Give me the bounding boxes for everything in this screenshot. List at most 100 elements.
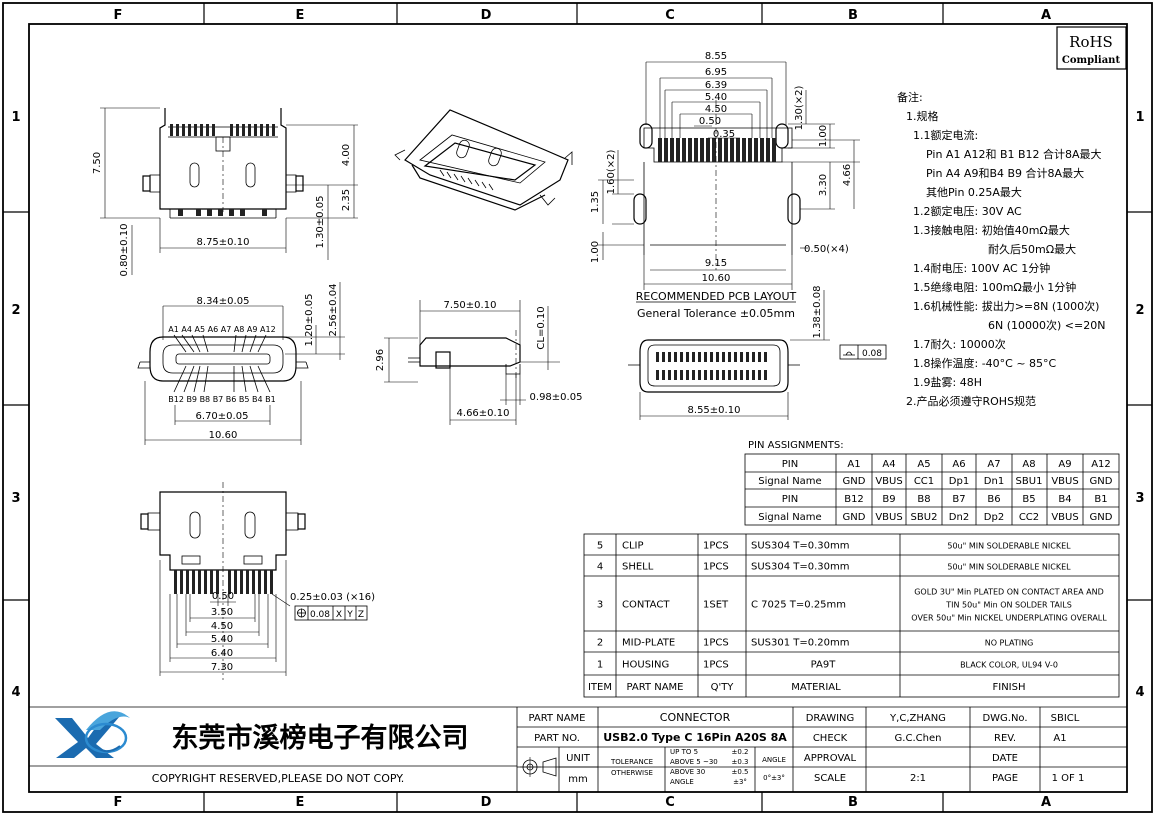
rohs-sub: Compliant	[1062, 55, 1121, 66]
dwg-no-label: DWG.No.	[982, 713, 1027, 724]
side-height: 2.96	[375, 349, 386, 371]
scale-label: SCALE	[814, 773, 846, 784]
inner-frame	[28, 23, 1128, 793]
bom-finish: OVER 50u" Min NICKEL UNDERPLATING OVERAL…	[911, 614, 1107, 623]
bom-part-name: HOUSING	[622, 660, 669, 671]
pin-cell: A8	[1022, 459, 1035, 470]
row-2-right: 2	[1135, 303, 1144, 318]
projection-symbol-icon	[520, 757, 557, 777]
bottom-d6: 7.30	[211, 662, 233, 673]
tol-value-2: ±0.3	[732, 758, 749, 766]
check-value: G.C.Chen	[895, 733, 942, 744]
col-C-top: C	[665, 8, 675, 23]
row-3-right: 3	[1135, 491, 1144, 506]
bom-finish: 50u" MIN SOLDERABLE NICKEL	[947, 542, 1071, 551]
col-D-top: D	[481, 8, 492, 23]
bom-part-name: CLIP	[622, 541, 644, 552]
top-view: 7.50 4.00 2.35 1.30±0.05 0.80±0.10 8.75±…	[92, 107, 358, 277]
pin-cell: Dp1	[949, 476, 969, 487]
col-B-bottom: B	[848, 795, 858, 810]
note-line-13: 1.8操作温度: -40°C ~ 85°C	[913, 356, 1057, 370]
angle-value: 0°±3°	[763, 774, 785, 782]
rohs-title: RoHS	[1069, 33, 1113, 51]
pcb-d1: 8.55	[705, 51, 727, 62]
pcb-d10: 0.50(×4)	[804, 244, 849, 255]
col-E-top: E	[296, 8, 305, 23]
note-line-1: 1.1额定电流:	[913, 128, 978, 142]
note-line-9: 1.5绝缘电阻: 100mΩ最小 1分钟	[913, 280, 1076, 294]
bom-finish: 50u" MIN SOLDERABLE NICKEL	[947, 563, 1071, 572]
tol-range-3: ABOVE 30	[670, 768, 705, 776]
pcb-title: RECOMMENDED PCB LAYOUT	[636, 290, 797, 303]
row-labels: 1 2 3 4 1 2 3 4	[11, 110, 1144, 700]
note-line-0: 1.规格	[906, 109, 939, 123]
bom-qty: 1PCS	[703, 562, 729, 573]
pcb-d4: 5.40	[705, 92, 727, 103]
tol-value-1: ±0.2	[732, 748, 749, 756]
bottom-gdt-y: Y	[346, 610, 353, 620]
row-3-left: 3	[11, 491, 20, 506]
bom-qty: 1SET	[703, 600, 729, 611]
bom-finish: NO PLATING	[985, 639, 1034, 648]
page-value: 1 OF 1	[1052, 773, 1085, 784]
bom-part-name: MID-PLATE	[622, 638, 675, 649]
bom-qty: 1PCS	[703, 638, 729, 649]
tolerance-label-1: TOLERANCE	[610, 758, 653, 766]
bottom-d2: 3.50	[211, 607, 233, 618]
col-F-bottom: F	[114, 795, 123, 810]
pcb-tolerance: General Tolerance ±0.05mm	[637, 307, 795, 320]
pcb-r3: 3.30	[818, 174, 829, 196]
dim-top-height: 7.50	[92, 152, 103, 174]
pin-cell: SBU2	[911, 512, 938, 523]
bom-qty: 1PCS	[703, 660, 729, 671]
dim-top-a: 4.00	[341, 144, 352, 166]
bottom-gdt-x: X	[336, 610, 342, 620]
bottom-view: 0.50 3.50 4.50 5.40 6.40 7.30 0.25±0.03 …	[140, 482, 375, 680]
col-E-bottom: E	[296, 795, 305, 810]
part-no-value: USB2.0 Type C 16Pin A20S 8A	[603, 731, 787, 744]
bom-header: ITEM	[588, 682, 612, 693]
bom-item: 5	[597, 541, 603, 552]
rev-value: A1	[1053, 733, 1066, 744]
col-A-bottom: A	[1041, 795, 1051, 810]
copyright-notice: COPYRIGHT RESERVED,PLEASE DO NOT COPY.	[152, 772, 404, 785]
drawing-value: Y,C,ZHANG	[889, 713, 946, 724]
pin-cell: A1	[847, 459, 860, 470]
bom-material: SUS301 T=0.20mm	[751, 638, 850, 649]
front-h2: 2.56±0.04	[328, 284, 339, 337]
bom-qty: 1PCS	[703, 541, 729, 552]
pcb-r1: 1.30(×2)	[794, 85, 805, 130]
dim-top-c: 1.30±0.05	[315, 196, 326, 249]
pin-cell: VBUS	[1051, 476, 1078, 487]
pin-cell: A12	[1091, 459, 1111, 470]
bottom-d3: 4.50	[211, 621, 233, 632]
front-h1: 1.20±0.05	[304, 294, 315, 347]
part-name-value: CONNECTOR	[660, 711, 731, 724]
front-pins-bottom: B12 B9 B8 B7 B6 B5 B4 B1	[168, 395, 276, 404]
front-w2: 6.70±0.05	[196, 411, 249, 422]
bom-item: 2	[597, 638, 603, 649]
pin-cell: Dp2	[984, 512, 1004, 523]
dwg-no-value: SBICL	[1051, 713, 1080, 724]
pin-cell: GND	[1090, 476, 1113, 487]
rohs-badge: RoHS Compliant	[1056, 26, 1127, 70]
rev-label: REV.	[994, 733, 1016, 744]
unit-label: UNIT	[566, 753, 591, 764]
col-C-bottom: C	[665, 795, 675, 810]
pin-cell: CC2	[1019, 512, 1039, 523]
row-2-left: 2	[11, 303, 20, 318]
company-logo	[55, 711, 130, 758]
dim-top-d: 0.80±0.10	[119, 224, 130, 277]
bom-header: MATERIAL	[791, 682, 841, 693]
unit-value: mm	[568, 774, 587, 785]
pcb-d3: 6.39	[705, 80, 727, 91]
part-name-label: PART NAME	[528, 713, 585, 724]
front-w1: 8.34±0.05	[197, 296, 250, 307]
pin-cell: B9	[882, 494, 895, 505]
tol-range-2: ABOVE 5 ~30	[670, 758, 718, 766]
note-line-14: 1.9盐雾: 48H	[913, 376, 982, 389]
pin-cell: A9	[1058, 459, 1071, 470]
side-cl: CL=0.10	[536, 306, 547, 349]
